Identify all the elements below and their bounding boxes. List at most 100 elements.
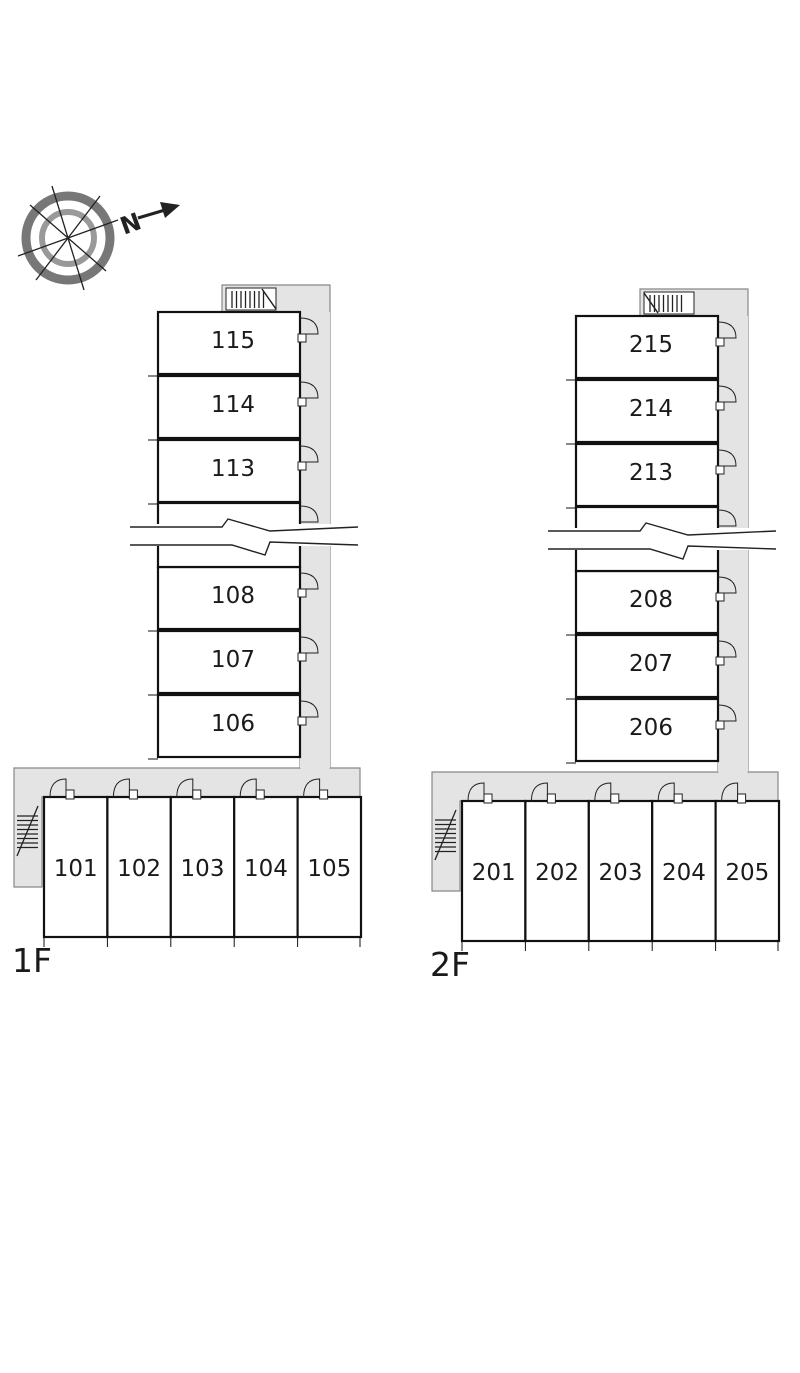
stair-edge: [434, 809, 457, 861]
unit-box: 203: [587, 799, 654, 951]
unit-label: 114: [211, 392, 255, 418]
compass-ring-inner: [39, 209, 97, 267]
unit-room: [574, 569, 720, 635]
door-step: [65, 789, 75, 800]
door-step: [715, 337, 725, 347]
door-swing: [299, 572, 319, 590]
door-swing: [299, 381, 319, 399]
unit-room: [574, 314, 720, 380]
door-step: [297, 716, 307, 726]
unit-label: 105: [307, 856, 351, 882]
stair-top-icon: [643, 291, 695, 315]
door-icon: [715, 321, 737, 347]
unit-label: 213: [629, 460, 673, 486]
unit-room: [233, 795, 299, 939]
door-icon: [715, 704, 737, 730]
door-step: [297, 652, 307, 662]
door-swing: [299, 636, 319, 654]
unit-label: 215: [629, 332, 673, 358]
unit-room: [651, 799, 717, 943]
stair-left-icon: [434, 809, 457, 861]
compass-rose-icon: [17, 185, 119, 291]
door-step: [297, 397, 307, 407]
unit-box: 215: [566, 314, 720, 381]
door-icon: [297, 381, 319, 407]
unit-box: 205: [714, 799, 781, 951]
compass: N: [17, 185, 180, 291]
door-icon: [297, 445, 319, 471]
door-step: [297, 333, 307, 343]
unit-label: 101: [54, 856, 98, 882]
door-swing: [176, 778, 194, 798]
door-icon: [715, 385, 737, 411]
unit-box: 105: [296, 795, 363, 947]
door-step: [715, 592, 725, 602]
door-step: [255, 789, 265, 800]
door-step: [319, 789, 329, 800]
door-step: [128, 789, 138, 800]
door-icon: [303, 778, 329, 800]
unit-label: 106: [211, 711, 255, 737]
door-icon: [715, 449, 737, 475]
door-swing: [239, 778, 257, 798]
unit-label: 115: [211, 328, 255, 354]
door-swing: [717, 640, 737, 658]
break-line-top: [130, 518, 359, 532]
unit-room: [156, 310, 302, 376]
door-step: [192, 789, 202, 800]
door-icon: [715, 640, 737, 666]
unit-room: [106, 795, 172, 939]
door-swing: [594, 782, 612, 802]
unit-box: 107: [148, 629, 302, 696]
compass-north-label: N: [116, 207, 144, 240]
door-icon: [299, 505, 319, 523]
door-swing: [721, 782, 739, 802]
unit-label: 113: [211, 456, 255, 482]
door-swing: [467, 782, 485, 802]
unit-label: 207: [629, 651, 673, 677]
door-step: [715, 401, 725, 411]
unit-box: 208: [566, 569, 720, 636]
unit-label: 104: [244, 856, 288, 882]
unit-box: 102: [106, 795, 172, 947]
floor-label: 1F: [12, 941, 52, 980]
unit-box: 204: [651, 799, 717, 951]
stair-edge: [16, 805, 39, 857]
door-swing: [49, 778, 67, 798]
stair-top-icon: [225, 287, 277, 311]
door-swing: [717, 509, 737, 527]
door-step: [610, 793, 620, 804]
door-swing: [303, 778, 321, 798]
unit-label: 205: [725, 860, 769, 886]
door-icon: [49, 778, 75, 800]
unit-room: [296, 795, 363, 939]
unit-box: 115: [148, 310, 302, 377]
break-line-bottom: [548, 545, 777, 560]
unit-box: 103: [169, 795, 236, 947]
door-swing: [717, 321, 737, 339]
door-swing: [717, 385, 737, 403]
floor-label: 2F: [430, 945, 470, 984]
door-icon: [176, 778, 202, 800]
door-step: [297, 461, 307, 471]
break-line-bottom: [130, 541, 359, 556]
unit-label: 108: [211, 583, 255, 609]
door-swing: [657, 782, 675, 802]
door-step: [737, 793, 747, 804]
door-icon: [239, 778, 265, 800]
door-step: [483, 793, 493, 804]
unit-room: [574, 633, 720, 699]
unit-room: [156, 374, 302, 440]
unit-label: 102: [117, 856, 161, 882]
unit-room: [574, 697, 720, 763]
door-swing: [112, 778, 130, 798]
unit-label: 203: [599, 860, 643, 886]
door-swing: [299, 505, 319, 523]
unit-room: [156, 438, 302, 504]
unit-label: 107: [211, 647, 255, 673]
door-icon: [467, 782, 493, 804]
unit-label: 201: [472, 860, 516, 886]
door-step: [715, 656, 725, 666]
door-step: [673, 793, 683, 804]
